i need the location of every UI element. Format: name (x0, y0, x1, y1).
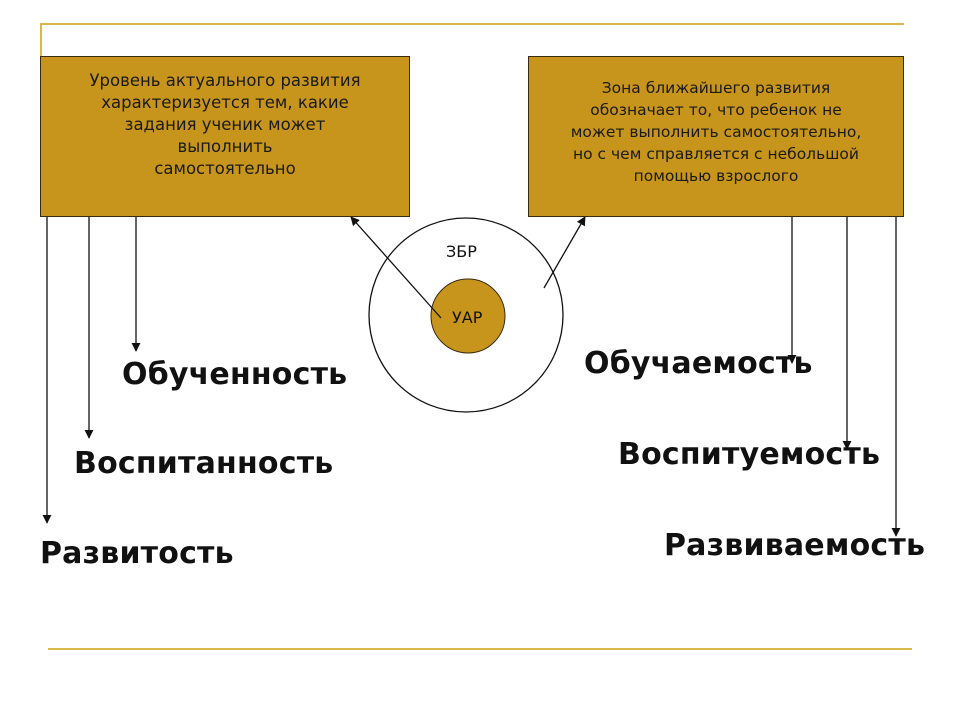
right-box-line: Зона ближайшего развития (601, 79, 831, 97)
left-box-line: характеризуется тем, какие (101, 93, 349, 112)
uar-label: УАР (452, 308, 483, 327)
left-box-line: задания ученик может (124, 115, 326, 134)
uar-circle (430, 278, 506, 354)
arrow-to-left-box (350, 216, 442, 319)
right-box-line: может выполнить самостоятельно, (570, 123, 862, 141)
right-box-line: обозначает то, что ребенок не (590, 101, 842, 119)
arrow-to-right-box (543, 216, 586, 289)
term-vospitannost: Воспитанность (74, 446, 334, 481)
left-box-line: самостоятельно (154, 159, 296, 178)
top-left-tick (40, 23, 42, 57)
top-rule (40, 23, 904, 25)
actual-development-box: Уровень актуального развития характеризу… (40, 56, 410, 217)
left-box-line: выполнить (177, 137, 273, 156)
term-razvitost: Развитость (40, 536, 234, 571)
term-razvivaemost: Развиваемость (664, 528, 926, 563)
left-box-line: Уровень актуального развития (89, 71, 361, 90)
term-obuchennost: Обученность (122, 357, 348, 392)
bottom-rule (48, 648, 912, 650)
term-obuchaemost: Обучаемость (584, 346, 813, 381)
zbr-label: ЗБР (446, 242, 477, 261)
term-vospituemost: Воспитуемость (618, 437, 881, 472)
right-box-line: помощью взрослого (633, 167, 799, 185)
proximal-development-box: Зона ближайшего развития обозначает то, … (528, 56, 904, 217)
right-box-line: но с чем справляется с небольшой (573, 145, 859, 163)
